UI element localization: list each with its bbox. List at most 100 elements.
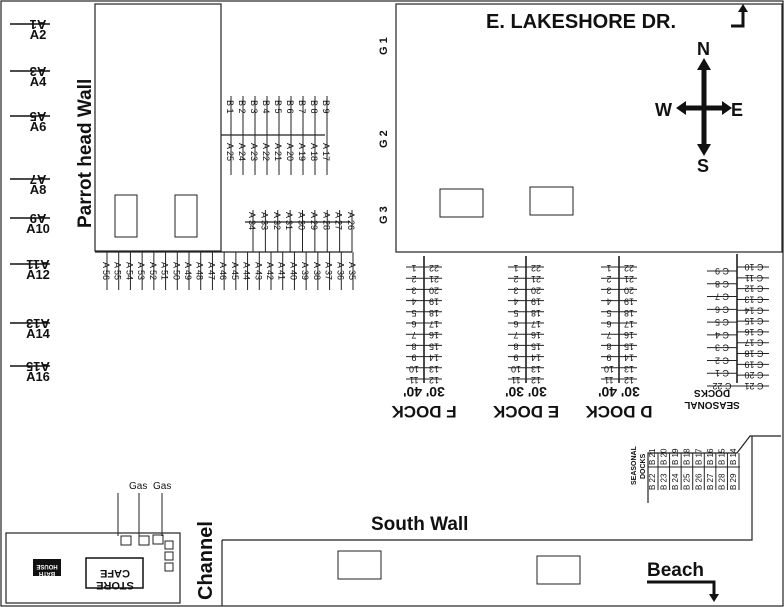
dock-slip-label: 4 <box>513 297 518 307</box>
a-slip-label: A 48 <box>195 262 205 280</box>
gas-label-1: Gas <box>129 481 147 492</box>
c-dock: C 9C 8C 7C 6C 5C 4C 3C 2C 1C 22C 10C 11C… <box>707 254 769 391</box>
parrothead-wall-label: Parrot head Wall <box>75 79 96 228</box>
dock-slip-label: 11 <box>604 375 613 385</box>
dock-slip-label: 11 <box>409 375 418 385</box>
dock-slip-label: 3 <box>513 285 518 295</box>
a-slip-label: A 44 <box>242 262 252 280</box>
parrothead-window-2 <box>174 194 198 238</box>
c-slip-label: C 9 <box>715 266 729 276</box>
a-slip-label: A 31 <box>284 212 294 230</box>
compass-rose <box>676 58 732 156</box>
a-slip-label: A 34 <box>247 212 257 230</box>
street-label: E. LAKESHORE DR. <box>486 11 676 33</box>
dock-slip-label: 22 <box>531 263 541 273</box>
slip-label: A1 <box>30 17 47 32</box>
c-slip-label: C 6 <box>715 304 729 314</box>
beach-arrow-head <box>709 594 719 602</box>
a-slip-label: A 46 <box>218 262 228 280</box>
slip-label: A8 <box>30 182 47 197</box>
dock-slip-label: 9 <box>513 353 518 363</box>
c-slip-label: C 8 <box>715 279 729 289</box>
slip-label: A3 <box>30 64 47 79</box>
b-seasonal-docks: B 21B 22B 20B 23B 19B 24B 18B 25B 17B 26… <box>648 448 740 490</box>
compass-e: E <box>731 100 743 120</box>
a-slip-label: A 43 <box>253 262 263 280</box>
cafe-building <box>5 532 181 604</box>
a-slip-label: A 32 <box>272 212 282 230</box>
dock-slip-label: 17 <box>429 319 439 329</box>
dock-slip-label: 3 <box>411 285 416 295</box>
c-slip-label: C 22 <box>712 381 731 391</box>
slip-label: A13 <box>26 316 50 331</box>
gas-pump-2 <box>138 535 150 546</box>
a-slip-label: A 28 <box>321 212 331 230</box>
dock-slip-label: 9 <box>411 353 416 363</box>
dock-box-3 <box>164 562 174 572</box>
bath-label: BATH <box>39 570 55 576</box>
dock-slip-label: 17 <box>531 319 541 329</box>
a-slip-label: A 38 <box>312 262 322 280</box>
c-slip-label: C 10 <box>744 262 763 272</box>
dock-slip-label: 13 <box>531 364 541 374</box>
c-slip-label: C 4 <box>715 330 729 340</box>
gangway-g3: G 3 <box>378 206 390 224</box>
gas-pump-3 <box>152 534 164 545</box>
a-slip-label: A 52 <box>148 262 158 280</box>
seasonal-docks-b-label-2: DOCKS <box>640 453 647 479</box>
b-seasonal-slip-label: B 19 <box>671 448 680 465</box>
dock-slip-label: 21 <box>429 274 439 284</box>
gangway-g2: G 2 <box>378 130 390 148</box>
c-slip-label: C 14 <box>744 305 763 315</box>
a-slip-label: A 23 <box>249 143 259 161</box>
cafe-store-box <box>85 557 144 589</box>
seasonal-docks-b-label-1: SEASONAL <box>631 445 638 485</box>
slip-label: A11 <box>26 257 49 272</box>
dock-slip-label: 10 <box>511 364 521 374</box>
dock-slip-label: 19 <box>624 297 634 307</box>
lakeshore-building-2 <box>529 186 574 216</box>
c-slip-label: C 11 <box>745 273 763 283</box>
b-seasonal-slip-label: B 14 <box>729 448 738 465</box>
parrothead-building <box>94 3 222 252</box>
b-seasonal-slip-label: B 20 <box>660 448 669 465</box>
a-slip-label: A 55 <box>113 262 123 280</box>
dock-slip-label: 6 <box>513 319 518 329</box>
b-seasonal-outline <box>647 435 781 503</box>
lakeshore-land <box>395 3 783 253</box>
b-seasonal-slip-label: B 26 <box>694 473 703 490</box>
dock-slip-label: 1 <box>606 263 611 273</box>
b-slip-label: B 1 <box>225 100 235 114</box>
dock-slip-label: 2 <box>606 274 611 284</box>
slip-label: A2 <box>30 27 47 42</box>
b-slip-label: B 6 <box>285 100 295 114</box>
dock-slip-label: 12 <box>624 375 634 385</box>
a-slip-label: A 21 <box>273 143 283 161</box>
a-slip-label: A 27 <box>334 212 344 230</box>
c-slip-label: C 16 <box>744 327 763 337</box>
dock-slip-label: 18 <box>429 308 439 318</box>
dock-slip-label: 8 <box>411 341 416 351</box>
c-slip-label: C 7 <box>715 292 729 302</box>
c-slip-label: C 20 <box>744 370 763 380</box>
a-slip-label: A 25 <box>225 143 235 161</box>
house-label: HOUSE <box>36 563 57 569</box>
a-slip-label: A 30 <box>297 212 307 230</box>
a-slip-label: A 45 <box>230 262 240 280</box>
c-slip-label: C 15 <box>744 316 763 326</box>
a-slip-label: A 35 <box>347 262 357 280</box>
dock-slip-label: 7 <box>606 330 611 340</box>
dock-slip-label: 6 <box>606 319 611 329</box>
street-arrow-head <box>738 4 748 12</box>
seasonal-docks-c-label-2: DOCKS <box>694 387 730 398</box>
dock-slip-label: 16 <box>624 330 634 340</box>
store-label: STORE <box>96 579 134 591</box>
b-seasonal-slip-label: B 27 <box>706 473 715 490</box>
b-seasonal-slip-label: B 16 <box>706 448 715 465</box>
dock-box-2 <box>164 551 174 561</box>
south-wall-line <box>222 436 753 541</box>
